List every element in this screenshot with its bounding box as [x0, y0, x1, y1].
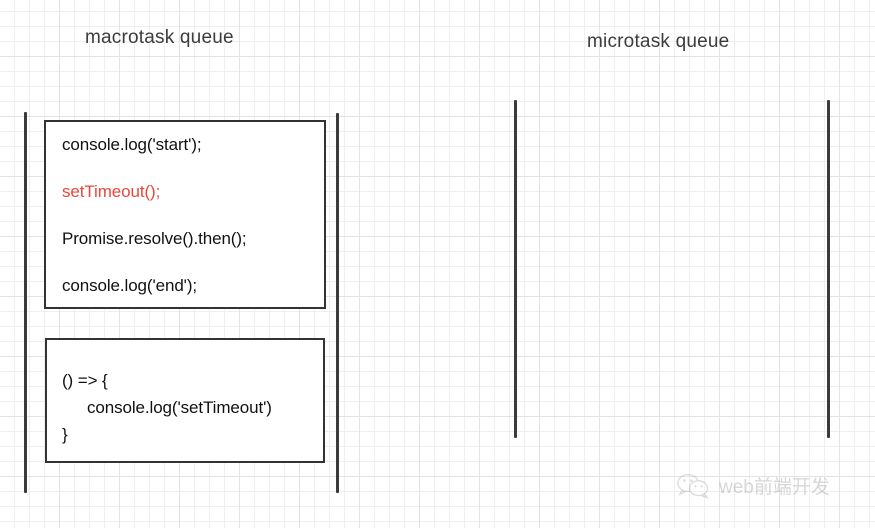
- watermark: web前端开发: [676, 472, 830, 499]
- code-line: }: [62, 425, 68, 444]
- macrotask-item-settimeout-callback: () => { console.log('setTimeout') }: [45, 338, 325, 463]
- microtask-queue-right-rail: [827, 100, 830, 438]
- wechat-icon: [677, 473, 710, 499]
- microtask-queue-left-rail: [514, 100, 517, 438]
- watermark-text: web前端开发: [719, 477, 830, 498]
- code-line: console.log('end');: [62, 276, 198, 295]
- code-line: console.log('setTimeout'): [87, 398, 272, 417]
- code-line: Promise.resolve().then();: [62, 229, 247, 248]
- code-line: console.log('start');: [62, 135, 202, 154]
- microtask-queue-title: microtask queue: [587, 31, 730, 52]
- code-line: () => {: [62, 371, 108, 390]
- macrotask-queue-left-rail: [24, 112, 27, 493]
- macrotask-queue-right-rail: [336, 113, 339, 493]
- macrotask-item-script: console.log('start'); setTimeout(); Prom…: [44, 120, 326, 309]
- code-line-settimeout: setTimeout();: [62, 182, 161, 201]
- macrotask-queue-title: macrotask queue: [85, 27, 234, 48]
